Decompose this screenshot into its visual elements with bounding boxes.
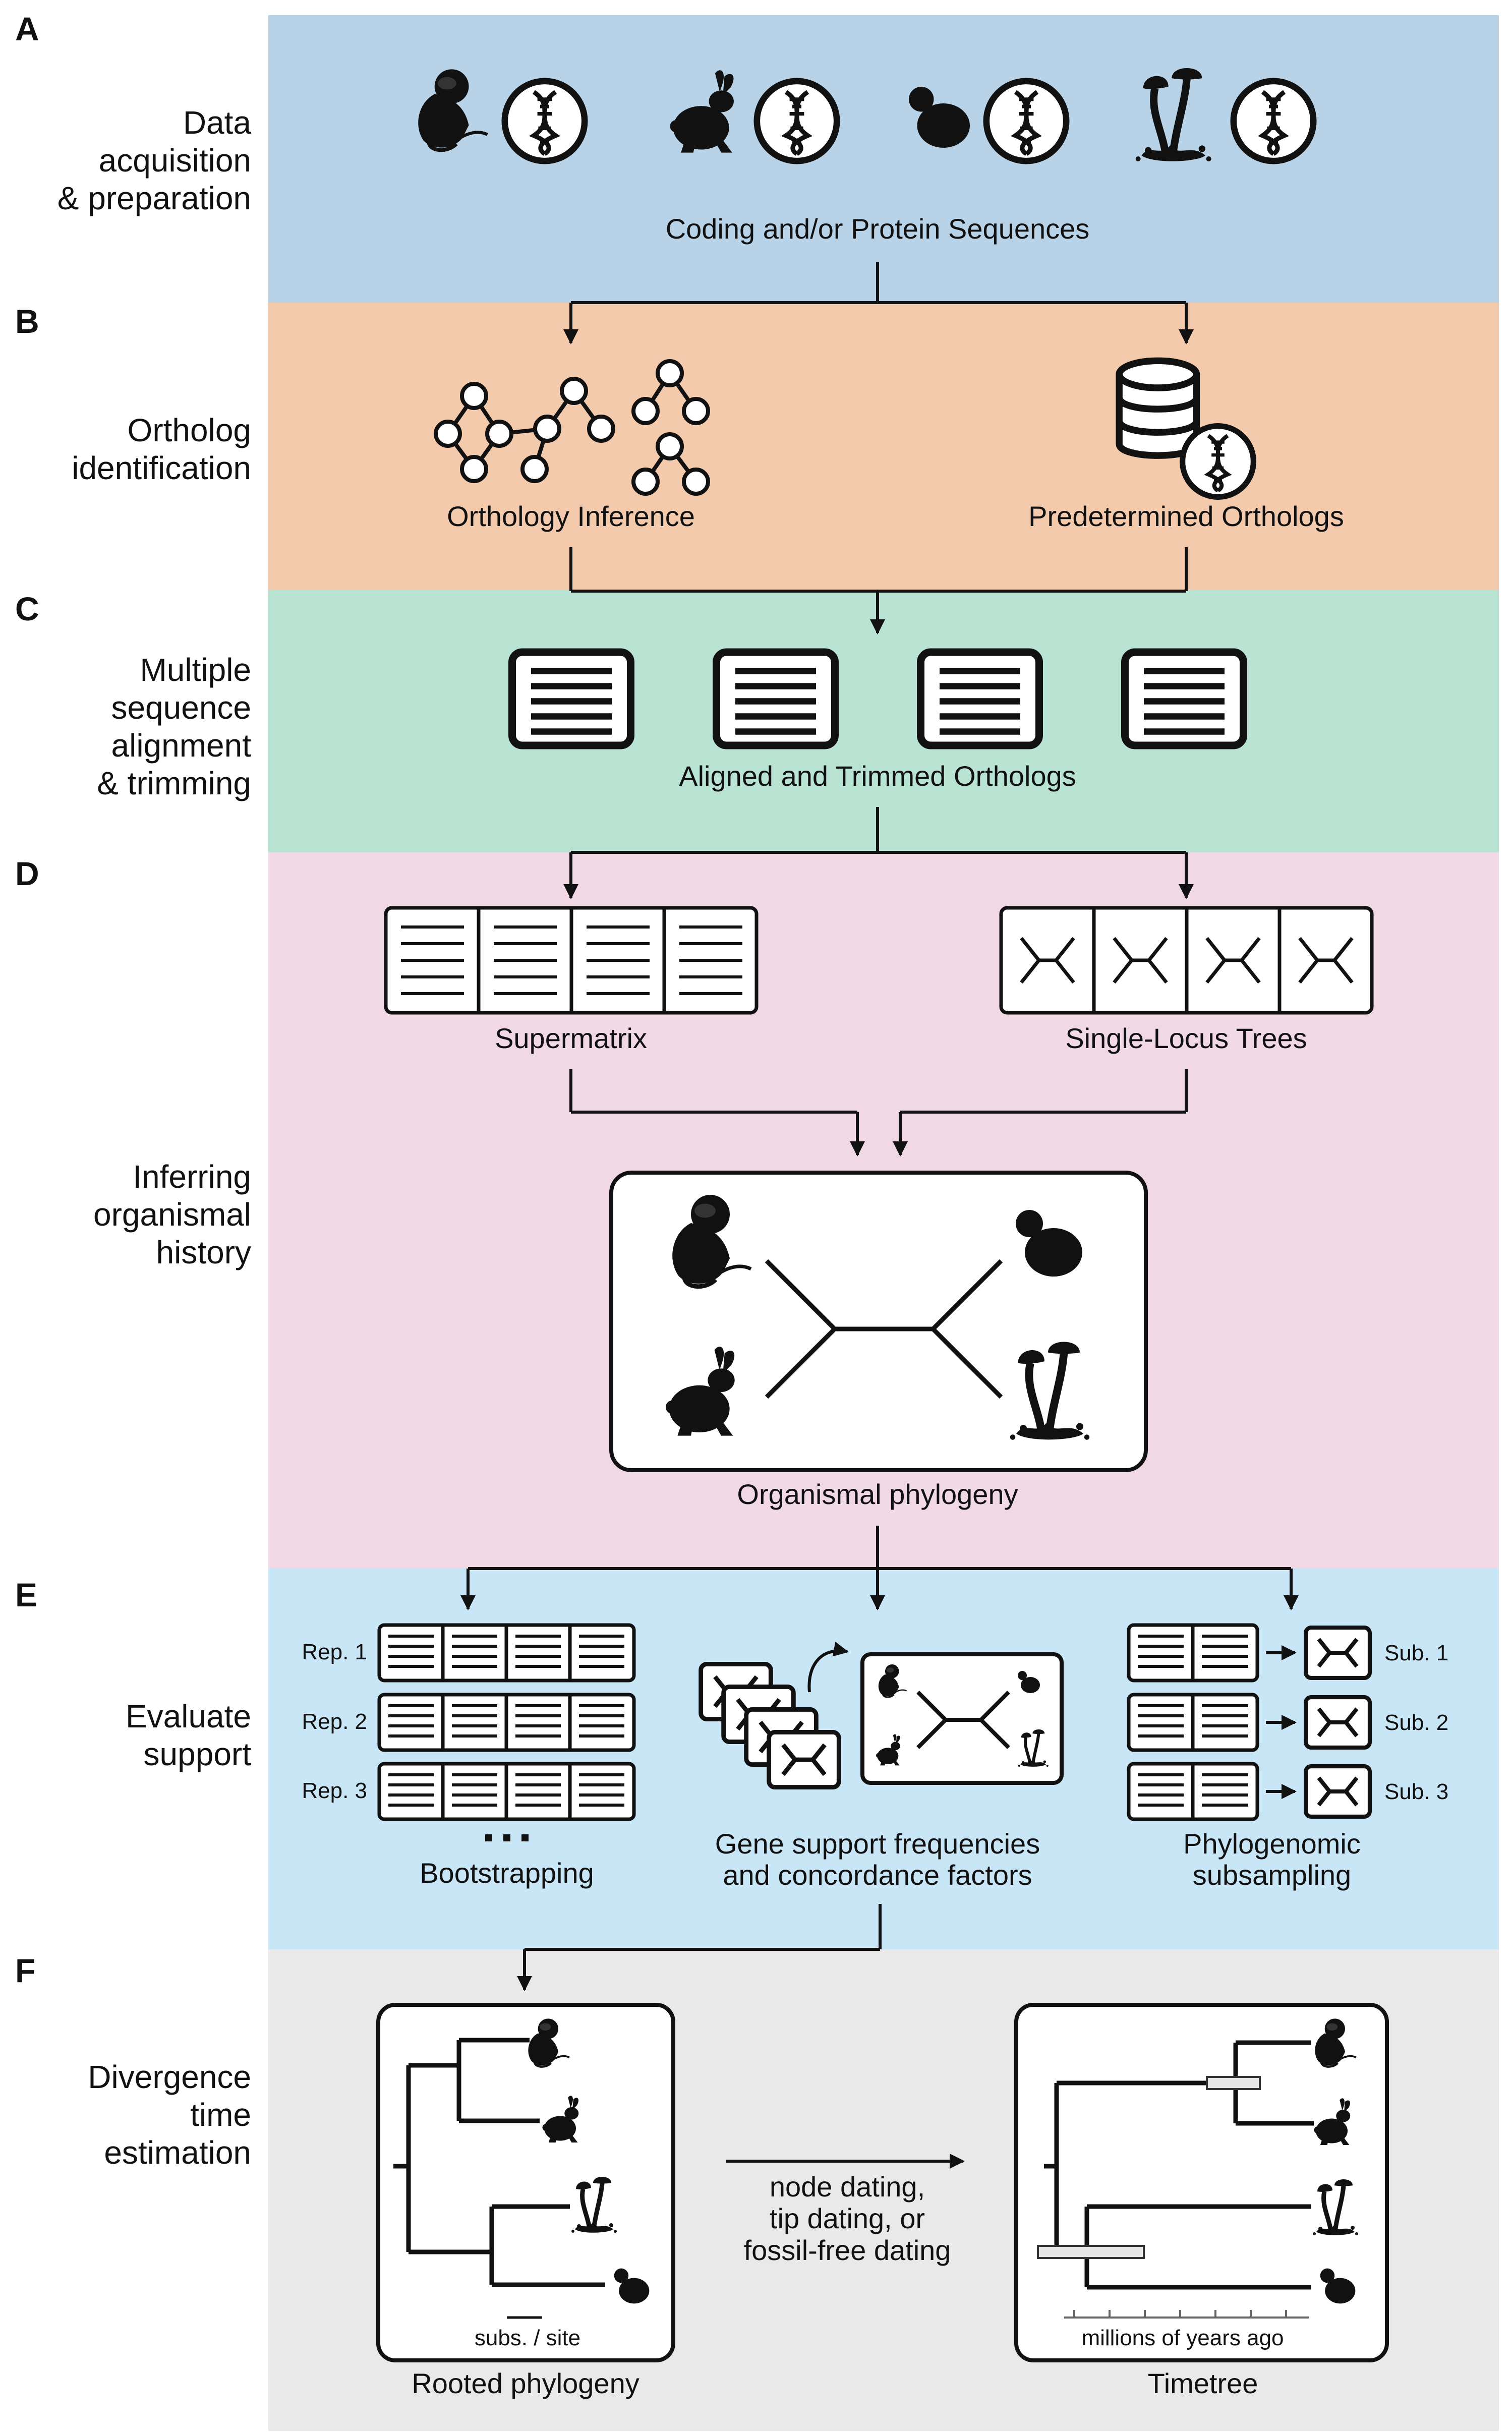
side-label-b-line1: Ortholog [128, 412, 251, 448]
bootstrap-matrices [377, 1623, 636, 1821]
ellipsis-dots [485, 1834, 529, 1841]
sub-1-label: Sub. 1 [1384, 1641, 1448, 1665]
panel-b-background [268, 303, 1499, 590]
dating-method-line3: fossil-free dating [744, 2234, 951, 2266]
dna-icon [757, 81, 837, 161]
rep-2-label: Rep. 2 [302, 1709, 367, 1734]
unrooted-tree-icon [1306, 1697, 1370, 1748]
scale-label: subs. / site [475, 2326, 580, 2350]
dna-icon [986, 81, 1066, 161]
side-label-b-line2: identification [72, 450, 251, 486]
bootstrapping-label: Bootstrapping [420, 1857, 594, 1889]
side-label-e-line2: support [144, 1736, 252, 1772]
side-label-f-line3: estimation [104, 2134, 251, 2171]
rep-1-label: Rep. 1 [302, 1640, 367, 1664]
side-label-f-line2: time [190, 2097, 251, 2133]
panel-letter-f: F [15, 1952, 35, 1989]
side-label-f-line1: Divergence [88, 2059, 251, 2095]
panel-letter-a: A [15, 10, 39, 47]
alignment-icon [921, 652, 1039, 745]
side-label-a-line3: & preparation [57, 180, 251, 216]
side-label-d-line3: history [156, 1234, 252, 1270]
supermatrix-icon [384, 906, 759, 1015]
dating-method-line1: node dating, [770, 2171, 925, 2203]
alignment-icon [512, 652, 631, 745]
panel-letter-b: B [15, 303, 39, 340]
rooted-phylogeny-box [376, 2003, 675, 2362]
side-label-a-line2: acquisition [99, 142, 251, 179]
time-axis [1064, 2310, 1309, 2319]
orthology-inference-label: Orthology Inference [447, 500, 695, 532]
side-label-c-line2: sequence [111, 689, 251, 726]
gene-support-label-line1: Gene support frequencies [715, 1828, 1040, 1860]
side-label-a-line1: Data [183, 104, 252, 141]
panel-c-background [268, 590, 1499, 852]
subsampling-label-line2: subsampling [1193, 1859, 1351, 1891]
dna-icon [1234, 81, 1313, 161]
panel-a-caption: Coding and/or Protein Sequences [666, 213, 1090, 245]
single-locus-trees-label: Single-Locus Trees [1065, 1022, 1307, 1054]
panel-letter-d: D [15, 855, 39, 892]
timetree-label: Timetree [1148, 2367, 1258, 2399]
database-icon [1119, 361, 1196, 455]
side-label-d-line1: Inferring [133, 1159, 251, 1195]
side-label-c-line3: alignment [111, 727, 252, 764]
sub-3-label: Sub. 3 [1384, 1779, 1448, 1804]
gene-support-label-line2: and concordance factors [723, 1859, 1032, 1891]
species-tree-mini-box [860, 1652, 1064, 1785]
panel-letter-e: E [15, 1576, 37, 1613]
organismal-phylogeny-box [609, 1171, 1148, 1472]
alignment-icon [1125, 652, 1244, 745]
dna-icon [505, 81, 585, 161]
dating-method-line2: tip dating, or [770, 2203, 925, 2234]
subsample-matrices [1127, 1623, 1259, 1821]
unrooted-tree-icon [1306, 1628, 1370, 1678]
rooted-phylogeny-label: Rooted phylogeny [412, 2367, 639, 2399]
panel-c-caption: Aligned and Trimmed Orthologs [679, 760, 1076, 792]
subsampling-label-line1: Phylogenomic [1183, 1828, 1361, 1860]
unrooted-tree-icon [769, 1732, 839, 1787]
timetree-box [1014, 2003, 1389, 2362]
side-label-d-line2: organismal [93, 1196, 251, 1233]
single-locus-trees-icon [999, 906, 1374, 1015]
predetermined-orthologs-label: Predetermined Orthologs [1028, 500, 1344, 532]
organismal-phylogeny-label: Organismal phylogeny [737, 1478, 1018, 1510]
unrooted-tree-icon [1306, 1766, 1370, 1817]
time-axis-label: millions of years ago [1081, 2326, 1284, 2350]
panel-a-background [268, 15, 1499, 303]
curved-arrow [807, 1642, 849, 1693]
ortholog-graph-icon [434, 359, 710, 496]
sub-2-label: Sub. 2 [1384, 1710, 1448, 1735]
root-age-ci-bar [1037, 2245, 1145, 2259]
side-label-e-line1: Evaluate [126, 1698, 251, 1734]
panel-letter-c: C [15, 590, 39, 627]
supermatrix-label: Supermatrix [495, 1022, 647, 1054]
rep-3-label: Rep. 3 [302, 1778, 367, 1803]
side-label-c-line1: Multiple [140, 652, 251, 688]
alignment-icon [717, 652, 835, 745]
dna-icon [1183, 426, 1254, 497]
side-label-c-line4: & trimming [97, 765, 251, 801]
node-age-ci-bar [1206, 2076, 1261, 2090]
